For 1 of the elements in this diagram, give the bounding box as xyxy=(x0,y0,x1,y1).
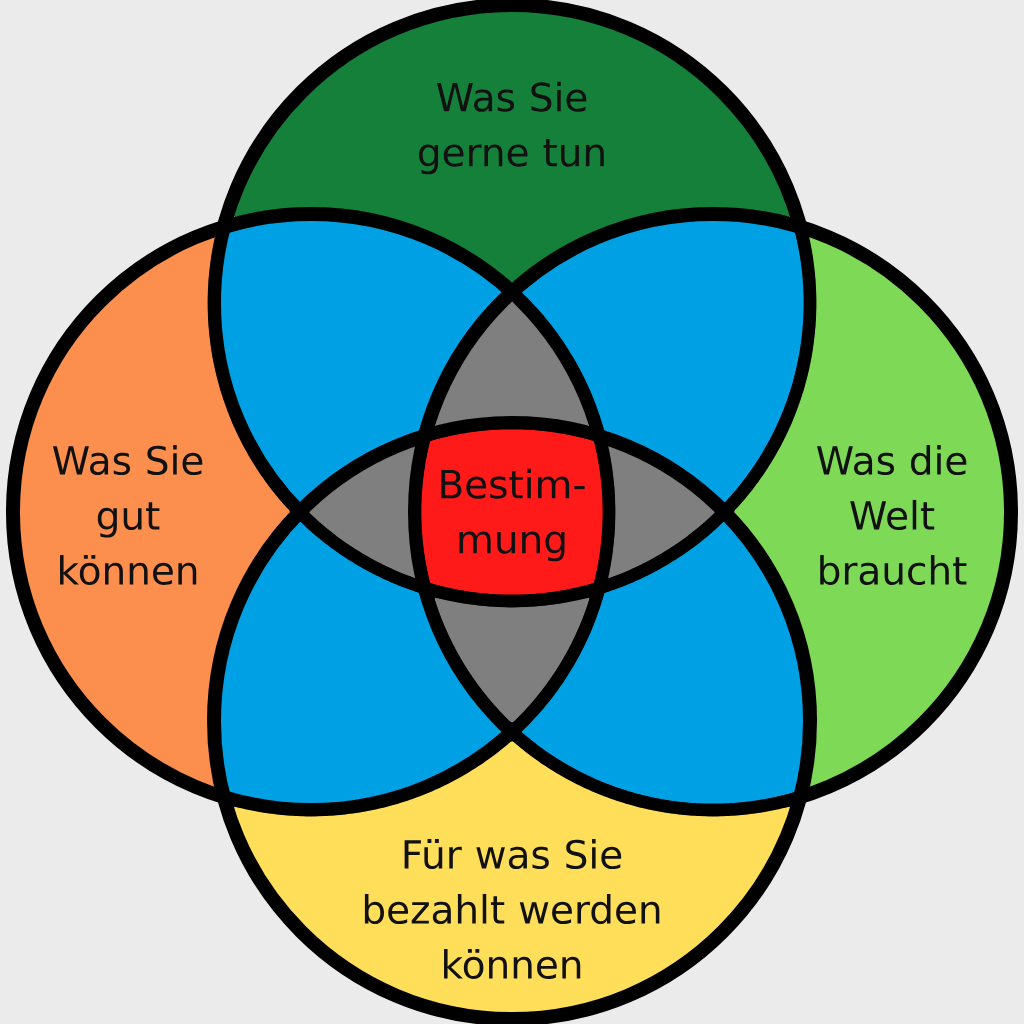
center-region: Bestim- mung xyxy=(421,429,603,595)
